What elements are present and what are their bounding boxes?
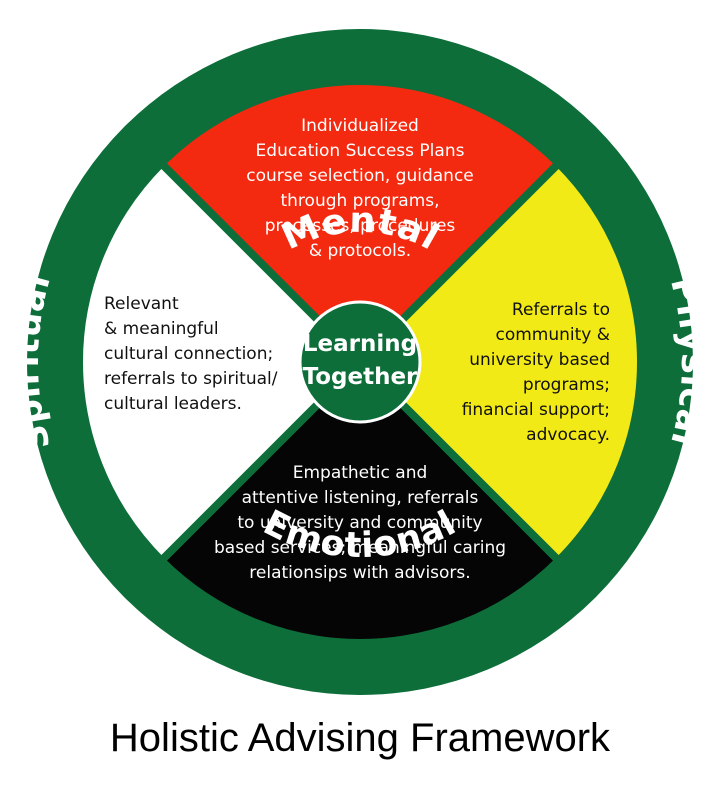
medicine-wheel-diagram: Learning Together Mental Emotional Spiri…: [27, 29, 693, 695]
inner-ring-edge: [79, 81, 641, 643]
center-circle: [298, 300, 422, 424]
diagram-caption: Holistic Advising Framework: [109, 716, 611, 760]
mental-quadrant-text: Individualized Education Success Plans c…: [246, 116, 474, 261]
emotional-quadrant-text: Empathetic and attentive listening, refe…: [213, 463, 507, 583]
center-label-line1: Learning: [303, 331, 417, 357]
center-label-line2: Together: [303, 364, 418, 390]
spiritual-quadrant-text: Relevant & meaningful cultural connectio…: [104, 294, 278, 414]
emotional-quadrant: [81, 362, 639, 641]
physical-quadrant: [360, 83, 639, 641]
mental-quadrant: [81, 83, 639, 362]
physical-quadrant-text: Referrals to community & university base…: [461, 300, 610, 445]
spiritual-quadrant: [81, 83, 360, 641]
